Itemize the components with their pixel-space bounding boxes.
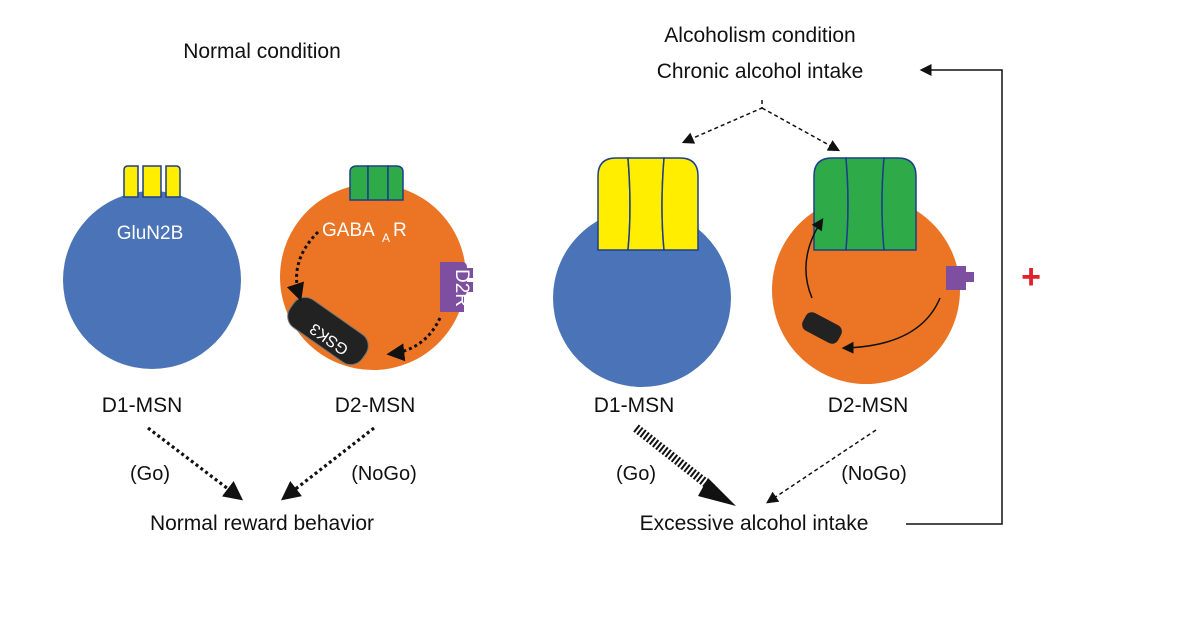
d2r-receptor [440, 262, 473, 312]
normal-go-arrow [147, 426, 244, 501]
alcohol-d1-msn-cell [553, 157, 731, 387]
normal-nogo-label: (NoGo) [351, 463, 417, 485]
normal-outcome: Normal reward behavior [150, 512, 374, 535]
gabaar-receptor [349, 165, 404, 201]
glun2b-label: GluN2B [117, 223, 184, 244]
alcohol-nogo-label: (NoGo) [841, 463, 907, 485]
gabaar-label-main: GABA [322, 220, 375, 241]
gabaar-receptor-enlarged [813, 157, 917, 251]
feedback-loop-arrow [906, 64, 1003, 525]
gabaar-label-tail: R [393, 220, 407, 241]
alcohol-d1-label: D1-MSN [594, 394, 675, 417]
glun2b-receptor-enlarged [597, 157, 699, 251]
normal-condition-title: Normal condition [183, 40, 341, 63]
alcohol-d2-msn-cell [772, 157, 974, 384]
alcohol-condition-title: Alcoholism condition [664, 24, 855, 47]
alcohol-d2-pathway-lower [841, 297, 941, 354]
split-arrow-d1 [681, 100, 763, 144]
chronic-alcohol-label: Chronic alcohol intake [657, 60, 864, 83]
gabaar-label-sub: A [382, 231, 390, 245]
d2r-label: D2R [451, 269, 472, 307]
alcohol-go-label: (Go) [616, 463, 656, 485]
normal-d1-msn-cell: GluN2B [63, 165, 241, 369]
glun2b-receptor [123, 165, 181, 198]
split-arrow-d2 [761, 107, 841, 152]
alcohol-d2-pathway-upper [805, 217, 824, 299]
normal-d2-pathway-lower [386, 317, 442, 362]
gsk3-protein-reduced [802, 312, 842, 344]
alcohol-d2-label: D2-MSN [828, 394, 909, 417]
normal-d1-label: D1-MSN [102, 394, 183, 417]
gsk3-protein [287, 296, 369, 366]
alcohol-go-arrow [633, 424, 736, 506]
normal-go-label: (Go) [130, 463, 170, 485]
positive-feedback-sign: + [1021, 258, 1041, 296]
normal-d2-pathway-upper [286, 230, 320, 302]
alcohol-nogo-arrow [766, 429, 877, 504]
normal-d2-label: D2-MSN [335, 394, 416, 417]
alcohol-outcome: Excessive alcohol intake [640, 512, 869, 535]
d2r-receptor-reduced [946, 266, 974, 290]
normal-nogo-arrow [280, 426, 375, 501]
normal-d2-msn-cell: GABA A R D2R GSK3 [280, 165, 473, 370]
